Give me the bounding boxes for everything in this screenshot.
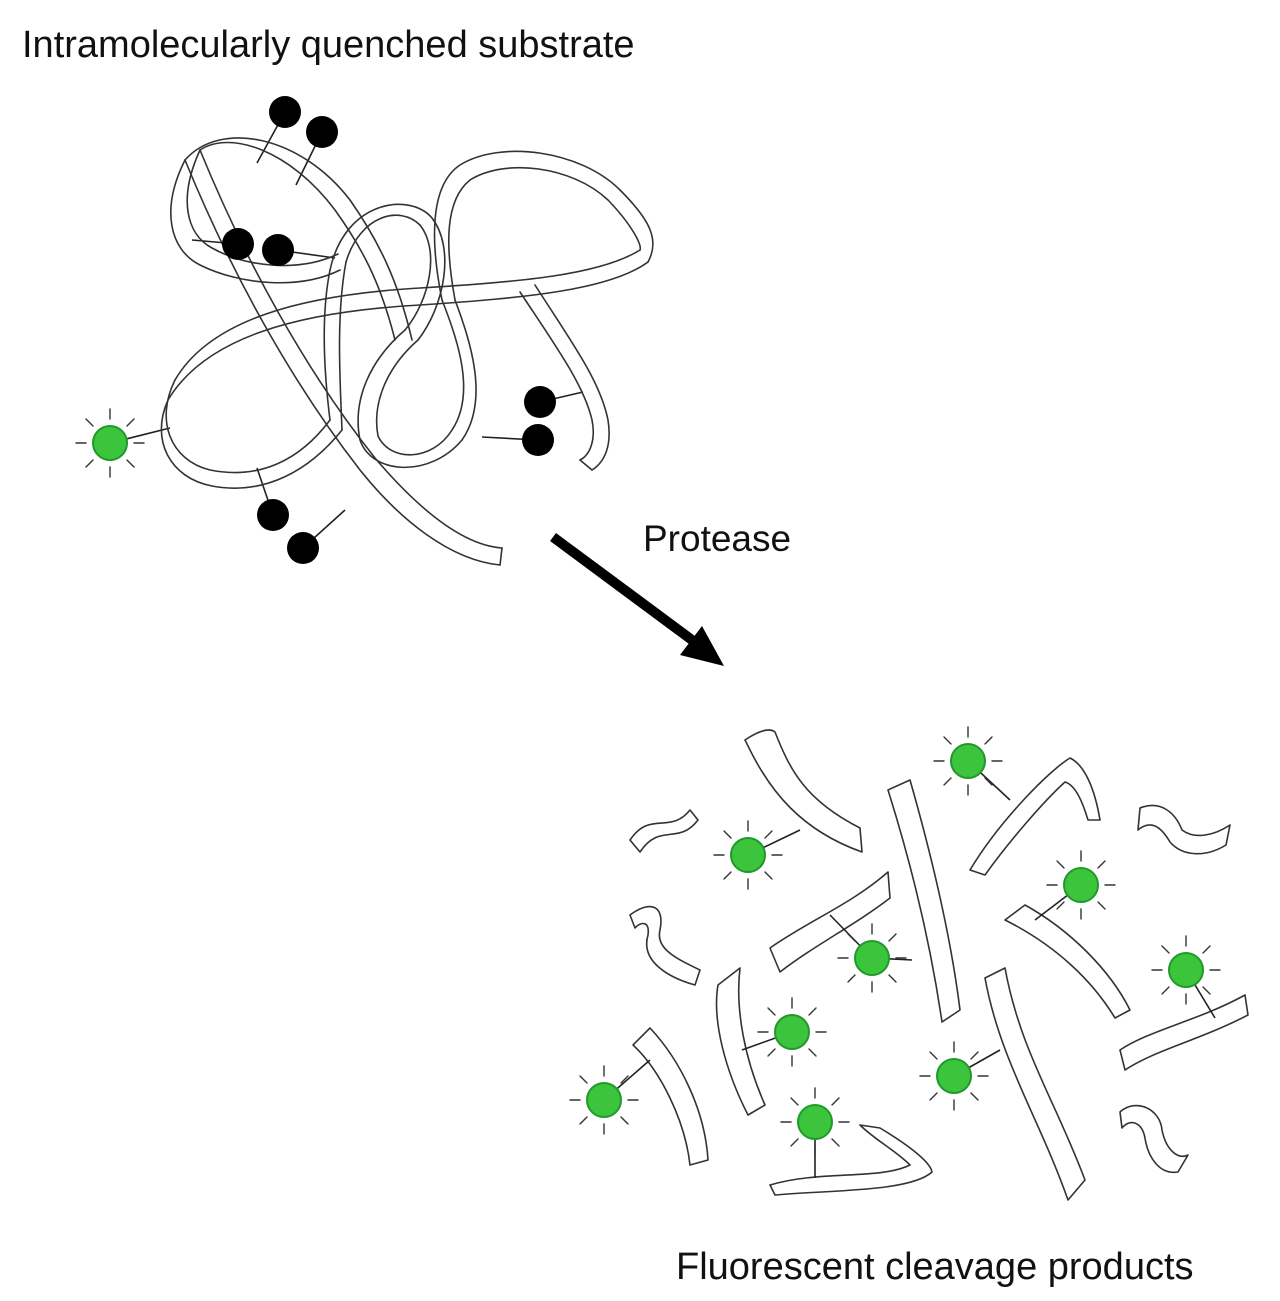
fluorophore-product bbox=[933, 726, 1003, 796]
fragment bbox=[1119, 1104, 1189, 1174]
quencher-dot bbox=[257, 499, 289, 531]
fluorophore-product bbox=[780, 1087, 850, 1157]
fluorophore-product bbox=[713, 820, 783, 890]
fluorophore-product bbox=[757, 997, 827, 1067]
fragment bbox=[969, 757, 1101, 876]
fragment bbox=[1004, 904, 1131, 1019]
fragment bbox=[984, 967, 1086, 1201]
substrate-title: Intramolecularly quenched substrate bbox=[22, 24, 635, 66]
fluorophore-product bbox=[1151, 935, 1221, 1005]
quencher-dot bbox=[287, 532, 319, 564]
quencher-dot bbox=[262, 234, 294, 266]
fragment bbox=[632, 1027, 709, 1166]
fluorophore-product bbox=[1046, 850, 1116, 920]
fluorophore-product bbox=[837, 923, 907, 993]
fragment bbox=[629, 905, 701, 986]
substrate-molecule bbox=[75, 96, 654, 566]
quencher-dot bbox=[306, 116, 338, 148]
quencher-dot bbox=[222, 228, 254, 260]
fluorophore-substrate bbox=[75, 408, 145, 478]
fluorophore-product bbox=[569, 1065, 639, 1135]
fragment bbox=[887, 779, 961, 1023]
quencher-dot bbox=[524, 386, 556, 418]
protease-label: Protease bbox=[643, 518, 792, 559]
fragment bbox=[715, 967, 766, 1116]
quencher-dot bbox=[269, 96, 301, 128]
fragment bbox=[1137, 804, 1231, 855]
fragment bbox=[769, 1124, 933, 1196]
fragment bbox=[744, 729, 863, 853]
products-title: Fluorescent cleavage products bbox=[676, 1246, 1194, 1288]
quencher-dot bbox=[522, 424, 554, 456]
fragment bbox=[769, 871, 891, 973]
fluorophore-product bbox=[919, 1041, 989, 1111]
fragment bbox=[629, 809, 699, 853]
protease-arrow bbox=[550, 532, 724, 666]
fragment bbox=[1119, 994, 1249, 1071]
cleavage-products bbox=[569, 726, 1249, 1201]
